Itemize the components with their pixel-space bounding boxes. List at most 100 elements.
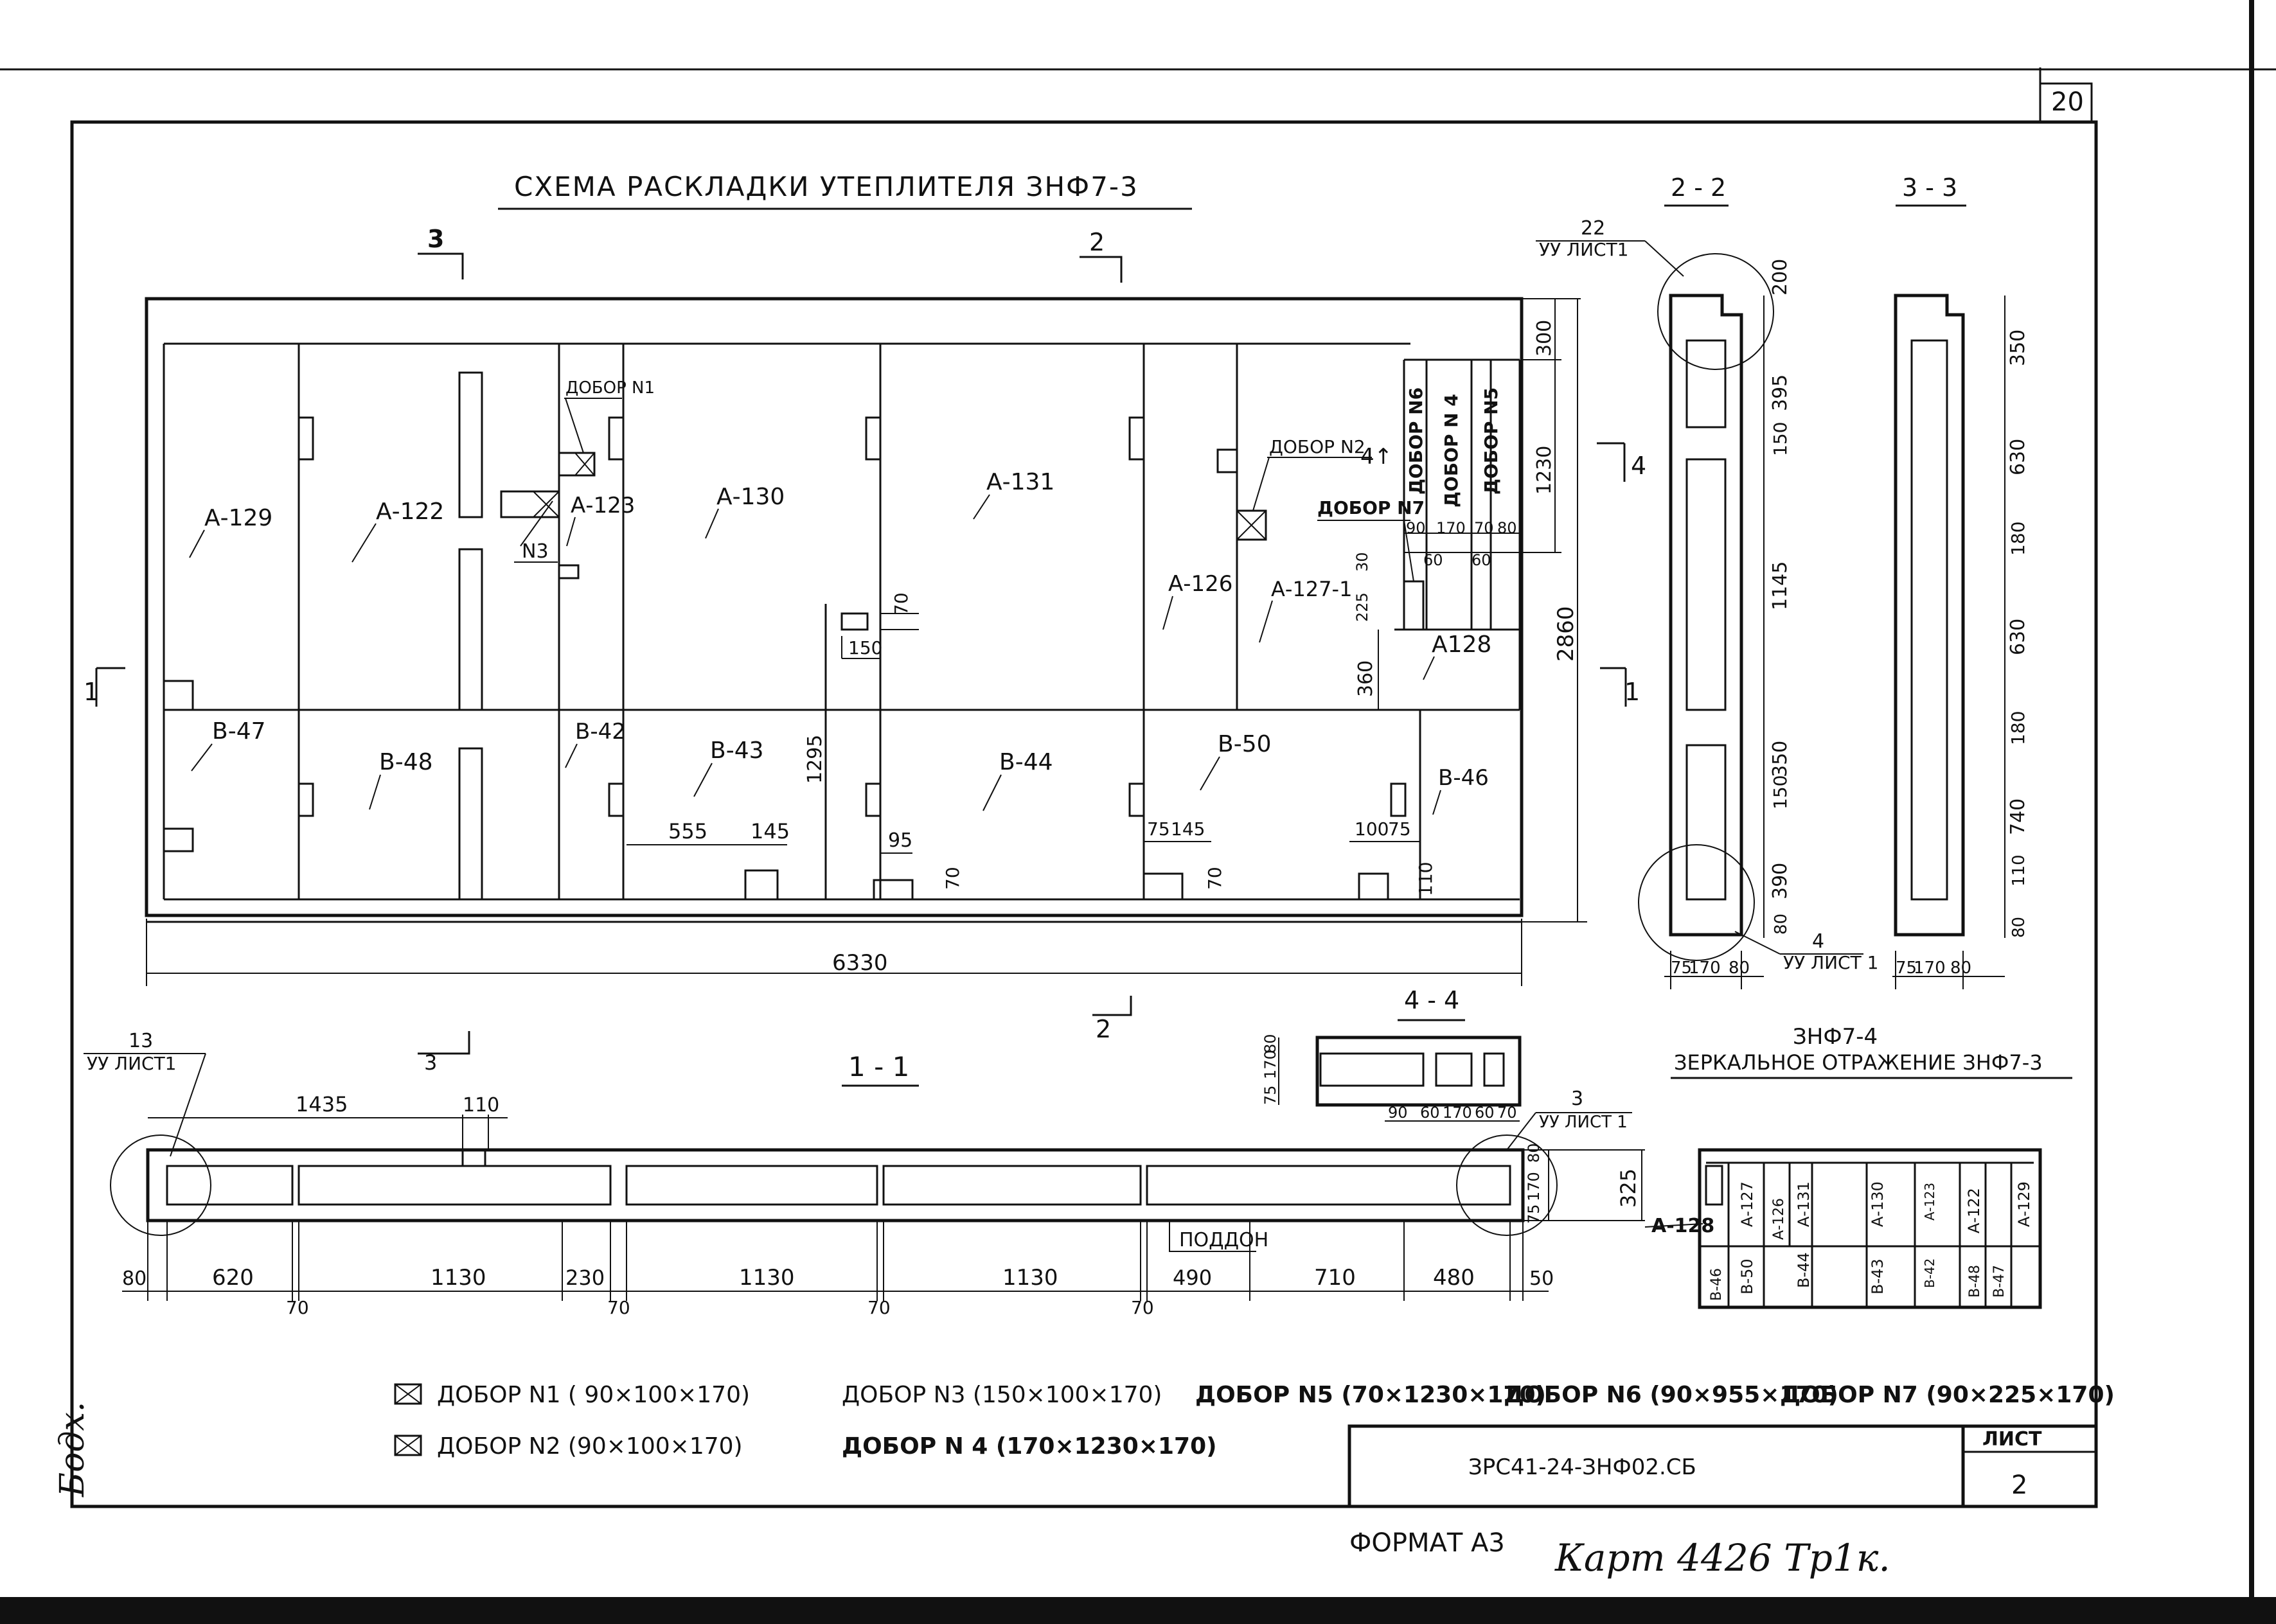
dim-3-3: 180 (2007, 522, 2029, 556)
arrow-marker-4: 4↑ (1360, 444, 1392, 470)
callout-1-1-left: 13 (129, 1030, 153, 1052)
dim-3-3: 740 (2007, 799, 2029, 835)
plan-dim: 1295 (804, 735, 826, 784)
plan-panel-label: А-129 (204, 505, 272, 531)
section-3-3-title: 3 - 3 (1902, 173, 1957, 202)
legend-item: ДОБОР N3 (150×100×170) (842, 1382, 1162, 1408)
dim-1-1-bottom: 230 (565, 1266, 605, 1290)
section-1-1-marker: 3 (424, 1050, 437, 1075)
dim-2-2-bottom: 75 (1671, 958, 1692, 978)
plan-dim: 150 (848, 637, 882, 658)
dim-2-2-bottom: 80 (1729, 958, 1750, 978)
dim-3-3-bottom: 80 (1950, 958, 1971, 978)
dim-1-1-bottom: 480 (1433, 1265, 1475, 1291)
dim-1-1-right: 325 (1616, 1169, 1640, 1208)
plan-dim: 145 (1171, 818, 1205, 840)
plan-dim: 145 (751, 819, 790, 843)
plan-height-dim: 300 (1533, 320, 1556, 357)
callout-1-1-left-ref: УУ ЛИСТ1 (87, 1053, 177, 1074)
mirror-cell: А-130 (1869, 1181, 1887, 1227)
plan-dim: 70 (942, 867, 963, 890)
dim-3-3: 630 (2007, 619, 2029, 655)
mirror-title-2: ЗЕРКАЛЬНОЕ ОТРАЖЕНИЕ ЗНФ7-3 (1674, 1050, 2043, 1075)
plan-panel-label: В-50 (1218, 731, 1272, 757)
dim-1-1-bottom: 490 (1173, 1266, 1212, 1290)
dim-1-1-bottom: 1130 (431, 1265, 486, 1291)
dim-4-4-left: 170 (1261, 1050, 1279, 1079)
dim-1-1-bottom: 1130 (1002, 1265, 1058, 1291)
section-2-2-title: 2 - 2 (1671, 173, 1726, 202)
insert-label: ДОБОР N2 (1269, 436, 1365, 457)
dim-1-1-bottom: 620 (212, 1265, 254, 1291)
plan-panel-label: В-46 (1438, 765, 1489, 791)
mirror-title-1: ЗНФ7-4 (1793, 1024, 1878, 1050)
insert-label: N3 (522, 540, 549, 563)
pallet-label: ПОДДОН (1179, 1229, 1268, 1251)
dim-1-1-right: 80 (1525, 1143, 1543, 1163)
mirror-cell: В-42 (1922, 1258, 1937, 1288)
callout-4-4: 3 (1571, 1088, 1583, 1110)
dim-4-4-bottom: 170 (1443, 1104, 1472, 1122)
dim-1-1-bottom: 50 (1529, 1267, 1554, 1290)
legend-item: ДОБОР N2 (90×100×170) (437, 1433, 743, 1460)
plan-dim: 75 (1388, 818, 1411, 840)
section-1-1-title: 1 - 1 (848, 1051, 909, 1082)
insert-label-vertical: ДОБОР N 4 (1441, 394, 1462, 508)
insert-label-vertical: ДОБОР N5 (1480, 387, 1502, 495)
plan-panel-label: В-42 (575, 719, 626, 745)
plan-width-dim: 6330 (832, 950, 888, 976)
dim-1-1-bottom: 1130 (739, 1265, 795, 1291)
dim-2-2: 150 (1770, 775, 1791, 809)
section-marker: 4 (1631, 452, 1646, 480)
plan-height-dim: 2860 (1553, 606, 1579, 662)
section-marker: 2 (1089, 228, 1105, 256)
mirror-cell: А-131 (1795, 1181, 1813, 1227)
title-block (1347, 1424, 2098, 1508)
legend-item: ДОБОР N6 (90×955×170) (1504, 1382, 1838, 1408)
dim-1-1-top: 110 (463, 1094, 499, 1116)
plan-dim: 90 (1406, 519, 1426, 537)
plan-dim: 80 (1497, 519, 1517, 537)
section-marker: 2 (1096, 1015, 1111, 1043)
plan-dim: 75 (1147, 818, 1170, 840)
format-label: ФОРМАТ А3 (1349, 1528, 1505, 1558)
plan-dim: 360 (1355, 660, 1377, 697)
callout-2-2-top: 22 (1581, 217, 1605, 240)
dim-2-2: 390 (1769, 863, 1791, 899)
dim-4-4-bottom: 70 (1497, 1104, 1517, 1122)
dim-2-2: 150 (1770, 422, 1791, 456)
section-4-4-drawing (1278, 1036, 1522, 1107)
callout-2-2-bottom-ref: УУ ЛИСТ 1 (1783, 952, 1878, 973)
dim-1-1-bottom: 80 (122, 1267, 147, 1290)
plan-dim: 110 (1415, 862, 1436, 896)
dim-3-3-bottom: 75 (1896, 958, 1917, 978)
plan-panel-label: А-131 (986, 469, 1054, 495)
callout-4-4-ref: УУ ЛИСТ 1 (1539, 1113, 1628, 1132)
dim-2-2: 1145 (1769, 561, 1791, 610)
section-2-2-drawing (1638, 253, 1774, 961)
dim-2-2: 200 (1769, 259, 1791, 296)
dim-3-3: 80 (2009, 917, 2029, 938)
plan-dim: 30 (1353, 552, 1371, 572)
plan-dim: 70 (1204, 867, 1225, 890)
plan-panel-label: А128 (1432, 631, 1491, 658)
dim-4-4-left: 75 (1261, 1085, 1279, 1105)
mirror-cell: В-46 (1709, 1268, 1725, 1301)
plan-height-dim: 1230 (1533, 446, 1556, 495)
mirror-cell: А-129 (2015, 1181, 2033, 1227)
handwritten-note: Карт 4426 Тр1к. (1554, 1536, 1890, 1580)
dim-4-4-bottom: 60 (1475, 1104, 1495, 1122)
dim-3-3: 350 (2007, 330, 2029, 366)
legend-item: ДОБОР N5 (70×1230×170) (1195, 1382, 1546, 1408)
dim-3-3: 180 (2007, 711, 2029, 745)
dim-4-4-bottom: 90 (1388, 1104, 1408, 1122)
plan-panel-label: А-126 (1168, 571, 1232, 597)
legend (394, 1383, 422, 1456)
plan-panel-label: А-127-1 (1271, 577, 1352, 601)
plan-dim: 100 (1355, 818, 1389, 840)
title-block-sheet-label: ЛИСТ (1982, 1428, 2042, 1451)
insert-label: ДОБОР N7 (1317, 497, 1425, 518)
callout-2-2-bottom: 4 (1812, 930, 1824, 953)
mirror-cell: А-126 (1771, 1198, 1787, 1240)
title-block-sheet-number: 2 (2011, 1470, 2027, 1500)
